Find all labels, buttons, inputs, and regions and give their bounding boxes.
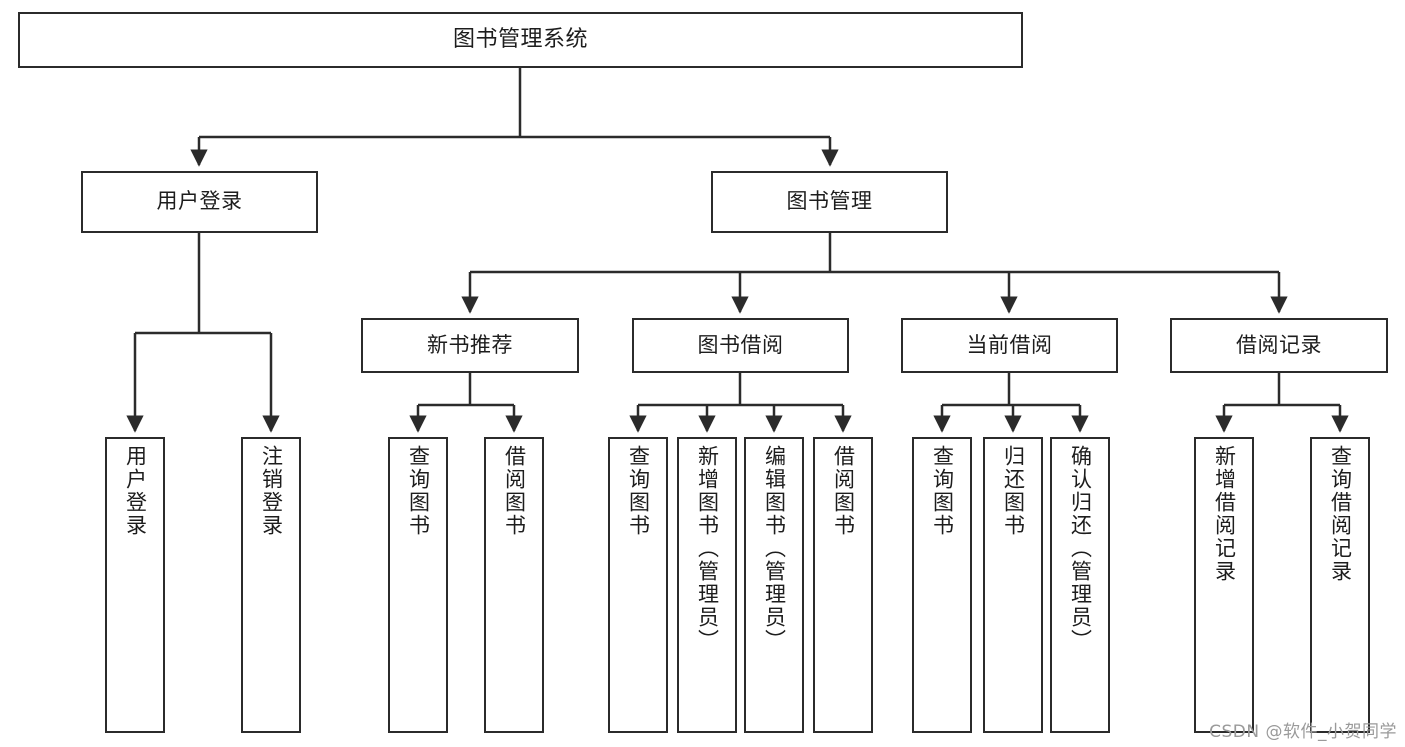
- node-leaf-add-record[interactable]: 新增借阅记录: [1194, 437, 1254, 733]
- node-leaf-edit-book-label: 编辑图书（管理员）: [762, 445, 787, 652]
- node-leaf-borrow-book-2-label: 借阅图书: [831, 445, 856, 537]
- node-leaf-add-book-label: 新增图书（管理员）: [695, 445, 720, 652]
- node-book-manage-label: 图书管理: [786, 189, 873, 214]
- node-new-book-rec-label: 新书推荐: [427, 332, 513, 357]
- node-leaf-return-book-label: 归还图书: [1001, 445, 1026, 537]
- node-leaf-query-book-1-label: 查询图书: [406, 445, 431, 537]
- node-leaf-borrow-book-2[interactable]: 借阅图书: [813, 437, 873, 733]
- node-root[interactable]: 图书管理系统: [18, 12, 1023, 68]
- node-leaf-return-book[interactable]: 归还图书: [983, 437, 1043, 733]
- node-leaf-query-book-3[interactable]: 查询图书: [912, 437, 972, 733]
- node-borrow-record-label: 借阅记录: [1236, 332, 1322, 357]
- node-leaf-borrow-book-1-label: 借阅图书: [502, 445, 527, 537]
- node-user-login[interactable]: 用户登录: [81, 171, 318, 233]
- node-leaf-borrow-book-1[interactable]: 借阅图书: [484, 437, 544, 733]
- node-borrow-record[interactable]: 借阅记录: [1170, 318, 1388, 373]
- node-leaf-confirm-return-label: 确认归还（管理员）: [1068, 445, 1093, 652]
- node-leaf-query-book-2[interactable]: 查询图书: [608, 437, 668, 733]
- node-leaf-query-book-3-label: 查询图书: [930, 445, 955, 537]
- node-book-manage[interactable]: 图书管理: [711, 171, 948, 233]
- node-leaf-user-login[interactable]: 用户登录: [105, 437, 165, 733]
- node-book-borrow-label: 图书借阅: [697, 332, 784, 357]
- node-new-book-rec[interactable]: 新书推荐: [361, 318, 579, 373]
- node-leaf-user-login-label: 用户登录: [123, 445, 148, 537]
- node-leaf-logout[interactable]: 注销登录: [241, 437, 301, 733]
- node-leaf-query-book-1[interactable]: 查询图书: [388, 437, 448, 733]
- node-leaf-query-record[interactable]: 查询借阅记录: [1310, 437, 1370, 733]
- node-book-borrow[interactable]: 图书借阅: [632, 318, 849, 373]
- node-current-borrow[interactable]: 当前借阅: [901, 318, 1118, 373]
- node-leaf-add-book[interactable]: 新增图书（管理员）: [677, 437, 737, 733]
- node-leaf-confirm-return[interactable]: 确认归还（管理员）: [1050, 437, 1110, 733]
- node-root-label: 图书管理系统: [452, 26, 588, 52]
- node-leaf-logout-label: 注销登录: [259, 445, 284, 537]
- node-user-login-label: 用户登录: [156, 189, 243, 214]
- node-leaf-add-record-label: 新增借阅记录: [1212, 445, 1237, 583]
- node-current-borrow-label: 当前借阅: [966, 332, 1053, 357]
- node-leaf-query-record-label: 查询借阅记录: [1328, 445, 1353, 583]
- node-leaf-edit-book[interactable]: 编辑图书（管理员）: [744, 437, 804, 733]
- node-leaf-query-book-2-label: 查询图书: [626, 445, 651, 537]
